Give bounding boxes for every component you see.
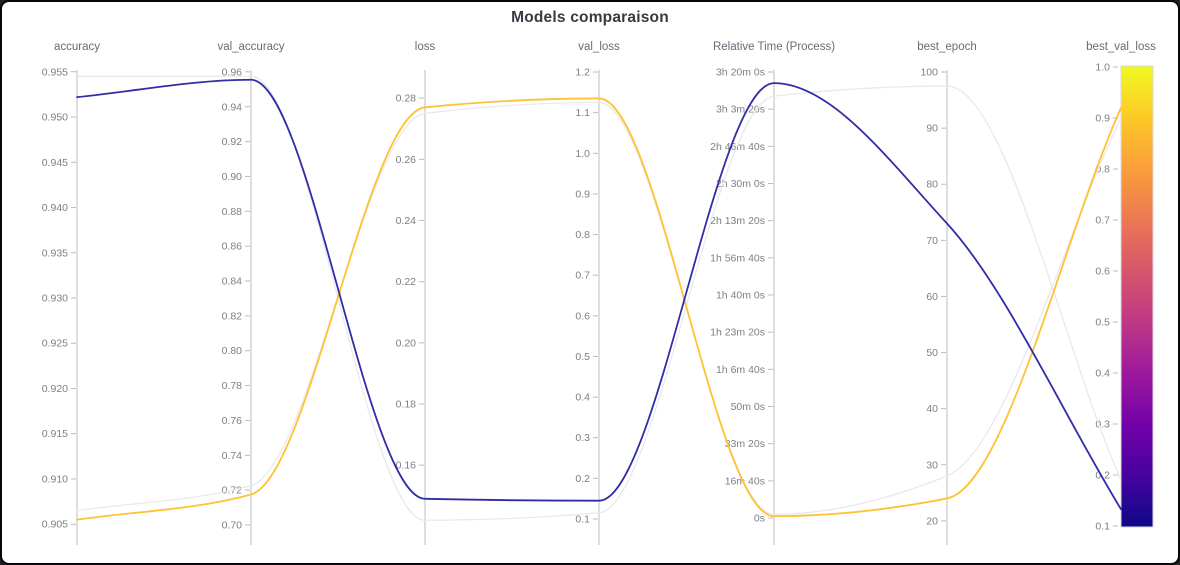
- tick-label: 0.3: [575, 432, 590, 444]
- tick-label: 0.26: [396, 154, 417, 166]
- tick-label: 3h 20m 0s: [716, 67, 765, 79]
- tick-label: 0.7: [575, 270, 590, 282]
- tick-label: 90: [926, 123, 938, 135]
- tick-label: 0.74: [222, 450, 243, 462]
- chart-title: Models comparaison: [511, 9, 669, 26]
- tick-label: 100: [920, 67, 938, 79]
- tick-label: 0.82: [222, 310, 243, 322]
- tick-label: 0.945: [42, 157, 68, 169]
- tick-label: 0.910: [42, 473, 68, 485]
- tick-label: 1h 6m 40s: [716, 364, 765, 376]
- axis-relative-time[interactable]: Relative Time (Process) 3h 20m 0s 3h 3m 20…: [710, 41, 835, 545]
- tick-label: 0.930: [42, 293, 68, 305]
- tick-label: 0.22: [396, 276, 417, 288]
- tick-label: 33m 20s: [725, 438, 765, 450]
- axis-best-epoch[interactable]: best_epoch 100 90 80 70 60 50 40 30 20: [917, 41, 977, 545]
- tick-label: 0.84: [222, 276, 243, 288]
- tick-label: 0.94: [222, 101, 243, 113]
- tick-label: 50m 0s: [731, 401, 765, 413]
- tick-label: 3h 3m 20s: [716, 104, 765, 116]
- axis-title: Relative Time (Process): [713, 41, 835, 53]
- axis-val-loss[interactable]: val_loss 1.2 1.1 1.0 0.9 0.8 0.7 0.6 0.5 0.4 0.3 0.…: [575, 41, 620, 545]
- tick-label: 0.24: [396, 215, 417, 227]
- run-line-run-navy: [76, 78, 1122, 511]
- tick-label: 0.925: [42, 338, 68, 350]
- run-line-run-muted-2: [76, 75, 1122, 521]
- tick-label: 0.28: [396, 93, 417, 105]
- tick-label: 0.20: [396, 337, 417, 349]
- tick-label: 0.7: [1095, 215, 1110, 227]
- tick-label: 0.1: [575, 513, 590, 525]
- axis-title: val_loss: [578, 41, 620, 53]
- tick-label: 30: [926, 459, 938, 471]
- tick-label: 50: [926, 347, 938, 359]
- tick-label: 1.2: [575, 67, 590, 79]
- tick-label: 1.0: [575, 148, 590, 160]
- axis-title: val_accuracy: [217, 41, 284, 53]
- tick-label: 1.1: [575, 107, 590, 119]
- tick-label: 2h 46m 40s: [710, 141, 765, 153]
- tick-label: 40: [926, 403, 938, 415]
- tick-label: 70: [926, 235, 938, 247]
- axis-best-val-loss[interactable]: best_val_loss1.00.90.80.70.60.50.40.30.2…: [1086, 41, 1156, 533]
- tick-label: 0.9: [575, 188, 590, 200]
- tick-label: 0.4: [575, 392, 590, 404]
- tick-label: 0.8: [575, 229, 590, 241]
- tick-label: 0.4: [1095, 368, 1110, 380]
- tick-label: 0s: [754, 513, 765, 525]
- tick-label: 0.950: [42, 112, 68, 124]
- tick-label: 0.90: [222, 171, 243, 183]
- tick-label: 80: [926, 179, 938, 191]
- tick-label: 0.920: [42, 383, 68, 395]
- tick-label: 0.16: [396, 460, 417, 472]
- tick-label: 1h 40m 0s: [716, 290, 765, 302]
- tick-label: 0.5: [1095, 317, 1110, 329]
- tick-label: 2h 13m 20s: [710, 215, 765, 227]
- tick-label: 0.955: [42, 66, 68, 78]
- axis-accuracy[interactable]: accuracy 0.955 0.950 0.945 0.940 0.935 0.930 0.…: [42, 41, 101, 545]
- run-line-run-yellow: [76, 97, 1122, 521]
- axis-val-accuracy[interactable]: val_accuracy 0.96 0.94 0.92 0.90 0.88 0.86 0.84…: [217, 41, 285, 545]
- axis-loss[interactable]: loss 0.28 0.26 0.24 0.22 0.20 0.18 0.16: [396, 41, 436, 545]
- axis-title: best_val_loss: [1086, 41, 1156, 53]
- tick-label: 20: [926, 515, 938, 527]
- tick-label: 0.70: [222, 519, 243, 531]
- tick-label: 0.92: [222, 136, 243, 148]
- run-line-run-muted-1: [76, 101, 1122, 515]
- tick-label: 0.88: [222, 206, 243, 218]
- colorbar-gradient: [1120, 65, 1154, 528]
- tick-label: 0.5: [575, 351, 590, 363]
- axis-title: loss: [415, 41, 436, 53]
- tick-label: 0.3: [1095, 419, 1110, 431]
- tick-label: 1h 23m 20s: [710, 327, 765, 339]
- tick-label: 2h 30m 0s: [716, 178, 765, 190]
- tick-label: 0.2: [575, 473, 590, 485]
- tick-label: 0.935: [42, 247, 68, 259]
- tick-label: 0.96: [222, 66, 243, 78]
- tick-label: 0.78: [222, 380, 243, 392]
- tick-label: 0.6: [575, 310, 590, 322]
- tick-label: 0.76: [222, 415, 243, 427]
- tick-label: 0.86: [222, 241, 243, 253]
- tick-label: 0.6: [1095, 266, 1110, 278]
- tick-label: 0.1: [1095, 521, 1110, 533]
- axis-title: accuracy: [54, 41, 100, 53]
- tick-label: 60: [926, 291, 938, 303]
- tick-label: 0.9: [1095, 113, 1110, 125]
- tick-label: 16m 40s: [725, 475, 765, 487]
- tick-label: 0.940: [42, 202, 68, 214]
- axis-title: best_epoch: [917, 41, 976, 53]
- tick-label: 0.80: [222, 345, 243, 357]
- tick-label: 0.915: [42, 428, 68, 440]
- tick-label: 0.18: [396, 398, 417, 410]
- tick-label: 0.905: [42, 519, 68, 531]
- tick-label: 1.0: [1095, 62, 1110, 74]
- tick-label: 1h 56m 40s: [710, 252, 765, 264]
